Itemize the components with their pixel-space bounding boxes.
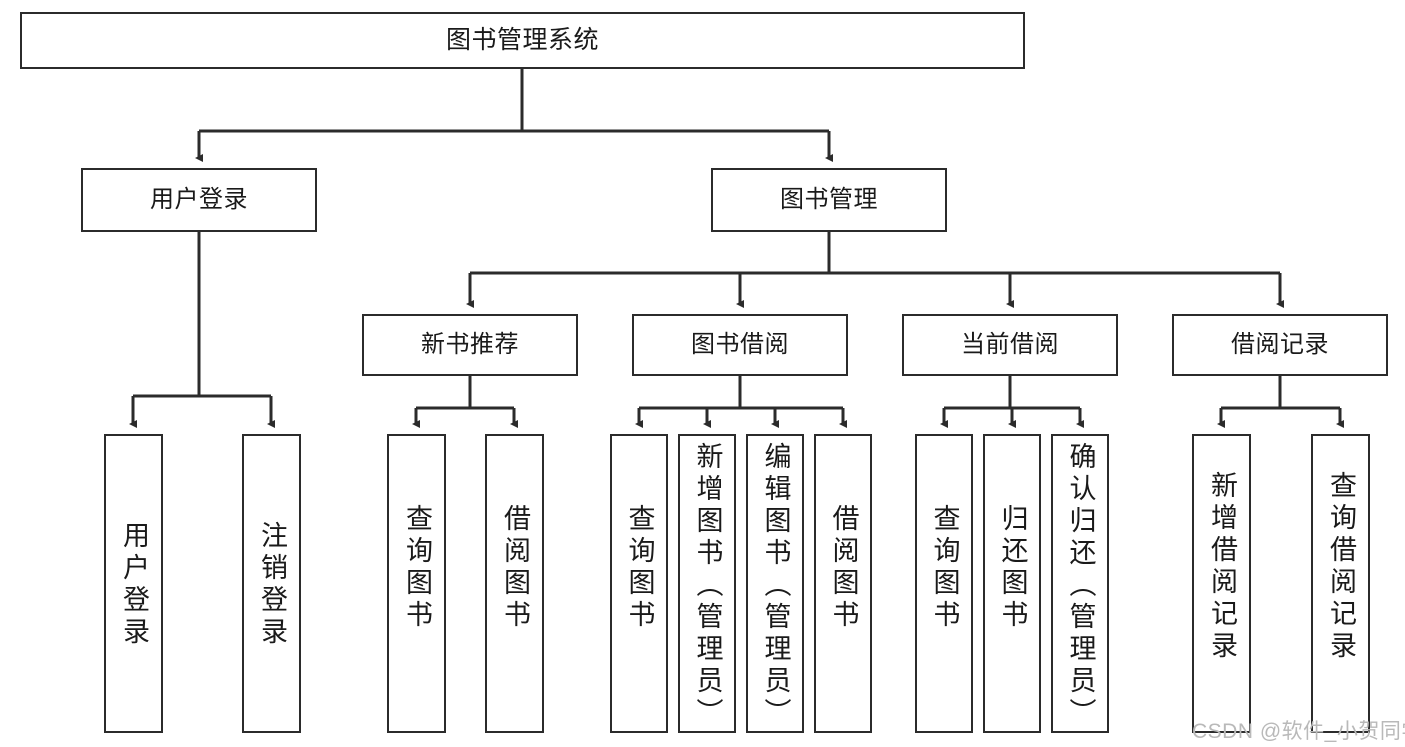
node-leaf-user-logout-label: 注销登录	[257, 521, 287, 649]
node-leaf-user-logout[interactable]: 注销登录	[242, 434, 301, 733]
node-leaf-add-book-admin[interactable]: 新增图书（管理员）	[678, 434, 736, 733]
node-leaf-query-book-rec[interactable]: 查询图书	[387, 434, 446, 733]
node-root-label: 图书管理系统	[445, 25, 599, 54]
node-leaf-query-book-rec-label: 查询图书	[402, 504, 432, 632]
node-leaf-confirm-return-admin-label: 确认归还（管理员）	[1065, 442, 1096, 730]
node-leaf-add-borrow-record-label: 新增借阅记录	[1207, 471, 1237, 663]
node-leaf-query-book-borrow-label: 查询图书	[624, 504, 655, 632]
node-leaf-borrow-book-label: 借阅图书	[828, 504, 859, 632]
node-book-management-label: 图书管理	[780, 185, 878, 213]
node-leaf-query-borrow-record-label: 查询借阅记录	[1326, 471, 1356, 663]
node-book-borrow[interactable]: 图书借阅	[632, 314, 848, 376]
node-leaf-borrow-book-rec[interactable]: 借阅图书	[485, 434, 544, 733]
node-user-login-label: 用户登录	[150, 185, 248, 213]
node-borrow-record-label: 借阅记录	[1231, 330, 1329, 358]
node-leaf-borrow-book[interactable]: 借阅图书	[814, 434, 872, 733]
node-new-book-recommend[interactable]: 新书推荐	[362, 314, 578, 376]
node-leaf-user-login-label: 用户登录	[119, 521, 149, 649]
node-leaf-return-book-label: 归还图书	[997, 504, 1028, 632]
node-current-borrow[interactable]: 当前借阅	[902, 314, 1118, 376]
node-leaf-query-book-borrow[interactable]: 查询图书	[610, 434, 668, 733]
node-leaf-user-login[interactable]: 用户登录	[104, 434, 163, 733]
node-leaf-edit-book-admin-label: 编辑图书（管理员）	[760, 442, 791, 730]
node-book-management[interactable]: 图书管理	[711, 168, 947, 232]
watermark: CSDN @软件_小贺同学	[1192, 720, 1405, 743]
node-current-borrow-label: 当前借阅	[961, 330, 1059, 358]
node-leaf-borrow-book-rec-label: 借阅图书	[500, 504, 530, 632]
node-borrow-record[interactable]: 借阅记录	[1172, 314, 1388, 376]
node-leaf-query-book-current[interactable]: 查询图书	[915, 434, 973, 733]
node-leaf-return-book[interactable]: 归还图书	[983, 434, 1041, 733]
node-leaf-add-book-admin-label: 新增图书（管理员）	[692, 442, 723, 730]
node-root[interactable]: 图书管理系统	[20, 12, 1025, 69]
node-leaf-edit-book-admin[interactable]: 编辑图书（管理员）	[746, 434, 804, 733]
node-leaf-query-borrow-record[interactable]: 查询借阅记录	[1311, 434, 1370, 733]
node-leaf-add-borrow-record[interactable]: 新增借阅记录	[1192, 434, 1251, 733]
node-leaf-query-book-current-label: 查询图书	[929, 504, 960, 632]
node-user-login[interactable]: 用户登录	[81, 168, 317, 232]
node-new-book-recommend-label: 新书推荐	[421, 330, 519, 358]
node-book-borrow-label: 图书借阅	[691, 330, 789, 358]
node-leaf-confirm-return-admin[interactable]: 确认归还（管理员）	[1051, 434, 1109, 733]
